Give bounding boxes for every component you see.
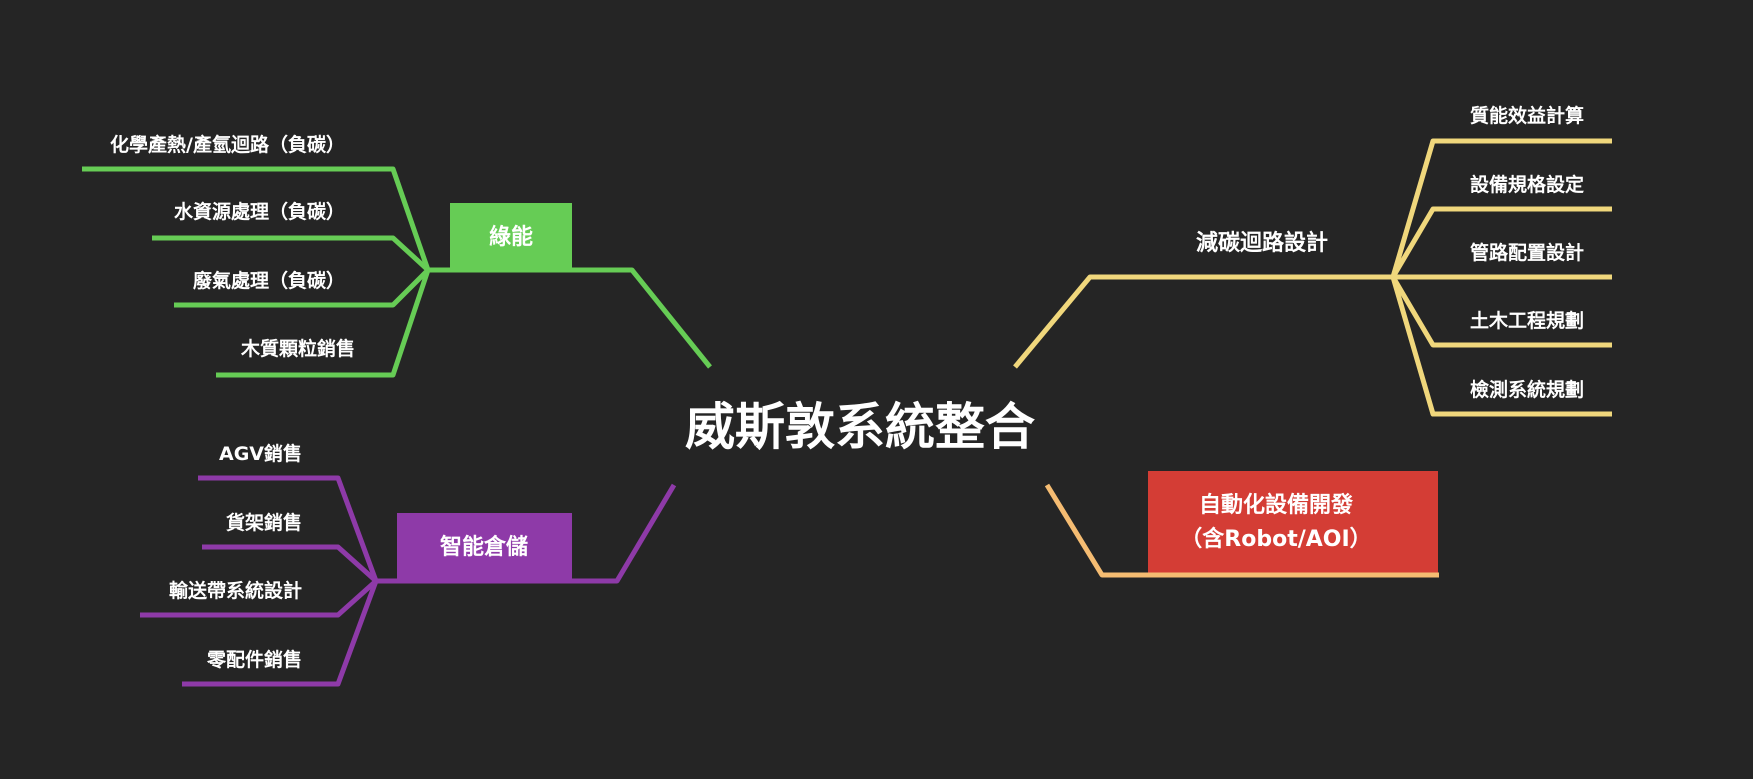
green-leaf-3: 廢氣處理（負碳） xyxy=(193,269,345,292)
automation-label-line2: （含Robot/AOI） xyxy=(1180,526,1371,552)
carbon-loop-label[interactable]: 減碳迴路設計 xyxy=(1196,230,1328,256)
purple-leaf-line-1 xyxy=(198,475,379,582)
green-energy-branch: 綠能 化學產熱/產氫迴路（負碳） 水資源處理（負碳） 廢氣處理（負碳） 木質顆粒… xyxy=(82,133,712,378)
green-leaf-line-2 xyxy=(152,235,430,272)
yellow-leaf-line-4 xyxy=(1390,275,1612,348)
yellow-leaf-2: 設備規格設定 xyxy=(1470,173,1584,196)
green-leaf-line-1 xyxy=(82,166,431,271)
purple-leaf-4: 零配件銷售 xyxy=(206,648,302,671)
yellow-leaf-5: 檢測系統規劃 xyxy=(1470,378,1584,401)
yellow-leaf-line-5 xyxy=(1390,276,1612,417)
green-leaf-4: 木質顆粒銷售 xyxy=(240,337,355,360)
smart-warehouse-box[interactable] xyxy=(397,513,572,582)
purple-leaf-3: 輸送帶系統設計 xyxy=(169,579,302,602)
green-connector xyxy=(428,267,712,369)
smart-warehouse-label: 智能倉儲 xyxy=(440,534,528,560)
yellow-leaf-line-2 xyxy=(1390,206,1612,279)
purple-leaf-line-4 xyxy=(182,580,379,687)
yellow-connector xyxy=(1013,274,1393,369)
yellow-leaf-3: 管路配置設計 xyxy=(1470,241,1584,264)
center-title[interactable]: 威斯敦系統整合 xyxy=(685,398,1035,456)
purple-leaf-line-3 xyxy=(140,579,378,618)
orange-connector xyxy=(1044,483,1439,578)
yellow-leaf-1: 質能效益計算 xyxy=(1470,104,1584,127)
purple-leaf-2: 貨架銷售 xyxy=(226,511,302,534)
green-leaf-1: 化學產熱/產氫迴路（負碳） xyxy=(110,133,345,156)
smart-warehouse-branch: 智能倉儲 AGV銷售 貨架銷售 輸送帶系統設計 零配件銷售 xyxy=(140,442,677,687)
purple-leaf-line-2 xyxy=(202,544,378,583)
purple-leaf-1: AGV銷售 xyxy=(219,442,302,465)
green-energy-label: 綠能 xyxy=(489,224,533,250)
green-leaf-line-3 xyxy=(174,268,430,308)
yellow-leaf-4: 土木工程規劃 xyxy=(1470,309,1584,332)
automation-box[interactable] xyxy=(1148,471,1438,575)
green-leaf-2: 水資源處理（負碳） xyxy=(174,200,345,223)
green-leaf-line-4 xyxy=(216,269,431,378)
green-energy-box[interactable] xyxy=(450,203,572,271)
yellow-leaf-line-1 xyxy=(1390,138,1612,278)
carbon-loop-branch: 減碳迴路設計 質能效益計算 設備規格設定 管路配置設計 土木工程規劃 檢測系統規… xyxy=(1013,104,1612,417)
automation-branch: 自動化設備開發 （含Robot/AOI） xyxy=(1044,471,1439,578)
automation-label-line1: 自動化設備開發 xyxy=(1199,492,1353,518)
